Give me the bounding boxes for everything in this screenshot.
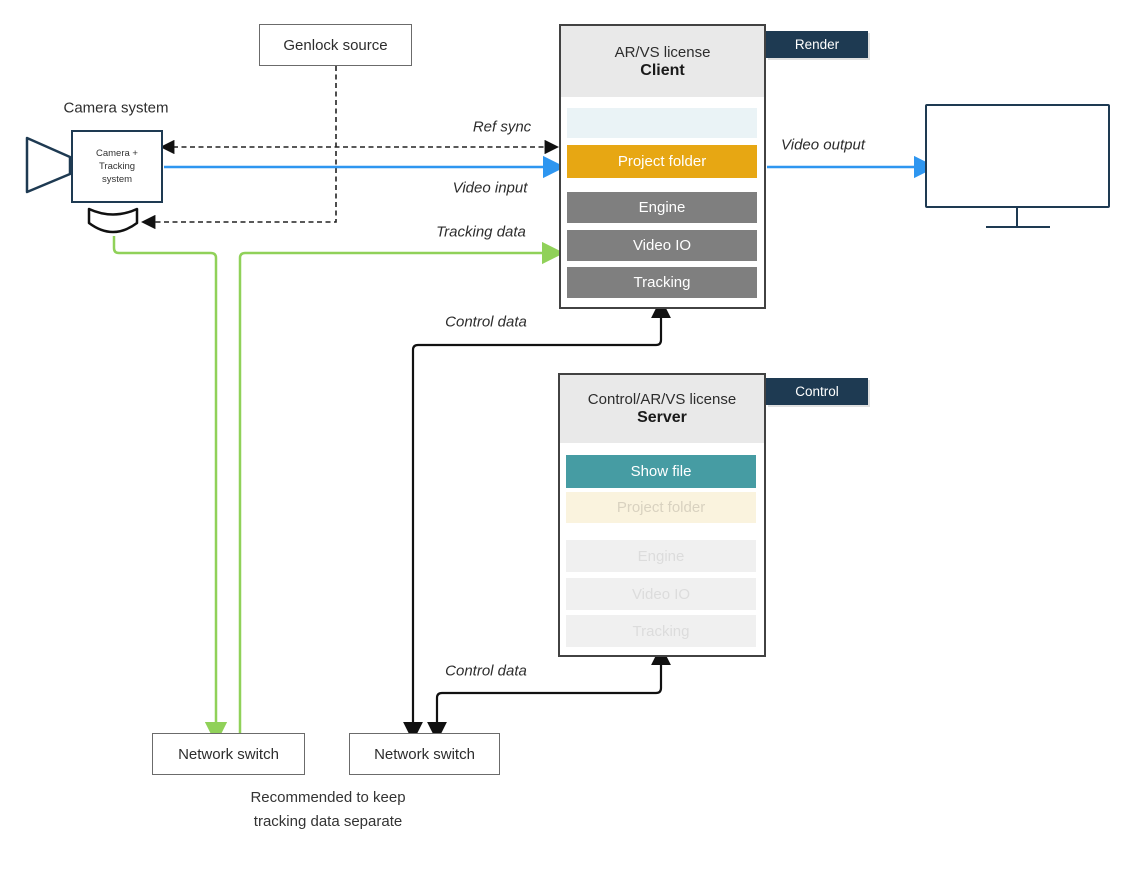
control-tag: Control [766,378,868,405]
server-row-engine: Engine [566,540,756,572]
monitor-stand-base [986,226,1050,228]
server-row-video-io: Video IO [566,578,756,610]
client-role-label: Client [640,61,685,79]
edge-genlock-to-sensor [141,66,337,230]
client-row-engine: Engine [567,192,757,223]
network-switch-right-node: Network switch [349,733,500,775]
edge-tracking-to-client [238,241,565,733]
network-switch-right-label: Network switch [374,745,475,763]
control-data-bottom-label: Control data [445,662,527,680]
server-row-project-folder: Project folder [566,492,756,523]
client-license-label: AR/VS license [614,43,711,61]
ref-sync-label: Ref sync [472,118,532,136]
video-output-label: Video output [781,136,865,154]
camera-box-line3: system [101,174,133,186]
tracking-note-line1: Recommended to keep [250,789,406,806]
client-row-video-io: Video IO [567,230,757,261]
server-header: Control/AR/VS license Server [560,375,764,443]
client-header: AR/VS license Client [561,26,764,97]
tracking-note-line2: tracking data separate [253,813,403,830]
server-node: Control/AR/VS license Server Show file P… [558,373,766,657]
client-row-project-folder: Project folder [567,145,757,178]
client-row-empty [567,108,757,138]
network-switch-left-label: Network switch [178,745,279,763]
server-row-show-file: Show file [566,455,756,488]
camera-box-line2: Tracking [98,160,136,172]
server-license-label: Control/AR/VS license [587,391,737,408]
camera-box-line1: Camera + [96,147,138,159]
tracking-sensor-icon [87,207,139,234]
network-switch-left-node: Network switch [152,733,305,775]
tracking-data-label: Tracking data [436,223,526,241]
monitor-icon [925,104,1110,208]
camera-system-title: Camera system [63,99,169,117]
genlock-source-node: Genlock source [259,24,412,66]
video-input-label: Video input [452,179,528,197]
tracking-note: Recommended to keep tracking data separa… [250,786,405,834]
client-node: AR/VS license Client Project folder Engi… [559,24,766,309]
edge-control-client-switch [403,298,671,742]
monitor-stand-neck [1016,208,1018,227]
genlock-source-label: Genlock source [283,36,388,54]
camera-tracking-node: Camera + Tracking system [71,130,163,203]
server-row-tracking: Tracking [566,615,756,647]
edge-control-server-switch [427,645,671,742]
control-data-top-label: Control data [445,313,527,331]
client-row-tracking: Tracking [567,267,757,298]
edge-tracking-to-switch [112,236,228,745]
server-role-label: Server [637,409,687,426]
camera-lens-icon [25,136,72,194]
render-tag: Render [766,31,868,58]
